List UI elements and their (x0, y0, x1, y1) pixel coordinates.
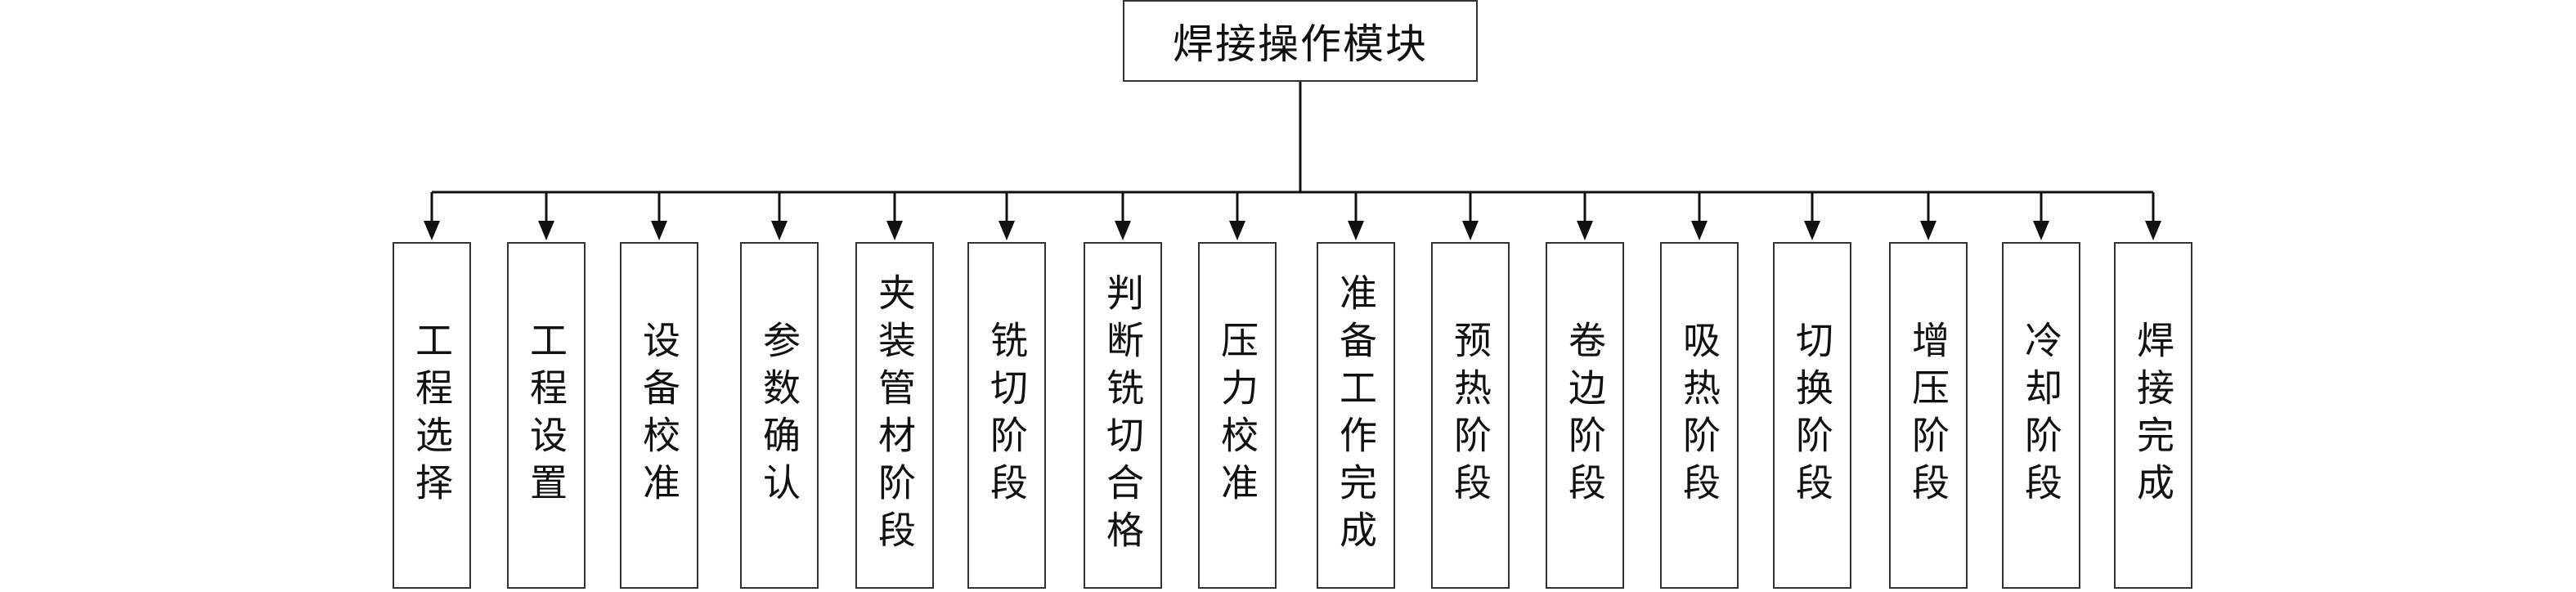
arrowhead (1691, 221, 1708, 240)
root-node-label: 焊接操作模块 (1173, 20, 1428, 68)
child-node-label: 准备工作完成 (1334, 273, 1378, 558)
child-node-label: 吸热阶段 (1677, 321, 1721, 510)
child-node-label: 设备校准 (637, 321, 681, 510)
child-node: 设备校准 (620, 242, 698, 589)
child-node: 焊接完成 (2114, 242, 2192, 589)
arrowhead (538, 221, 554, 240)
child-node: 铣切阶段 (967, 242, 1046, 589)
child-node-label: 工程选择 (410, 321, 454, 510)
arrowhead (771, 221, 788, 240)
child-node-label: 切换阶段 (1790, 321, 1834, 510)
arrowhead (999, 221, 1015, 240)
child-node-label: 卷边阶段 (1563, 321, 1607, 510)
child-node-label: 压力校准 (1215, 321, 1259, 510)
child-node-label: 工程设置 (524, 321, 568, 510)
child-node: 工程选择 (393, 242, 471, 589)
arrowhead (1804, 221, 1820, 240)
child-node: 预热阶段 (1431, 242, 1510, 589)
child-node: 准备工作完成 (1317, 242, 1395, 589)
arrowhead (1115, 221, 1131, 240)
arrowhead (886, 221, 903, 240)
arrowhead (651, 221, 667, 240)
child-node-label: 参数确认 (757, 321, 801, 510)
child-node: 增压阶段 (1889, 242, 1968, 589)
child-node-label: 夹装管材阶段 (873, 273, 917, 558)
child-node: 吸热阶段 (1660, 242, 1739, 589)
child-node: 工程设置 (507, 242, 586, 589)
child-node: 参数确认 (740, 242, 819, 589)
arrowhead (424, 221, 440, 240)
child-node-label: 增压阶段 (1906, 321, 1950, 510)
arrowhead (1462, 221, 1479, 240)
arrowhead (2145, 221, 2161, 240)
child-node-label: 判断铣切合格 (1101, 273, 1145, 558)
child-node: 卷边阶段 (1546, 242, 1624, 589)
child-node-label: 铣切阶段 (985, 321, 1029, 510)
child-node: 切换阶段 (1773, 242, 1851, 589)
child-node: 判断铣切合格 (1084, 242, 1162, 589)
child-node: 压力校准 (1198, 242, 1277, 589)
child-node: 冷却阶段 (2002, 242, 2080, 589)
arrowhead (1577, 221, 1593, 240)
child-node-label: 预热阶段 (1448, 321, 1492, 510)
child-node-label: 焊接完成 (2131, 321, 2175, 510)
child-node-label: 冷却阶段 (2019, 321, 2063, 510)
arrowhead (1348, 221, 1364, 240)
arrowhead (1920, 221, 1936, 240)
child-node: 夹装管材阶段 (855, 242, 934, 589)
arrowhead (1229, 221, 1245, 240)
arrowhead (2033, 221, 2049, 240)
root-node: 焊接操作模块 (1123, 0, 1478, 82)
